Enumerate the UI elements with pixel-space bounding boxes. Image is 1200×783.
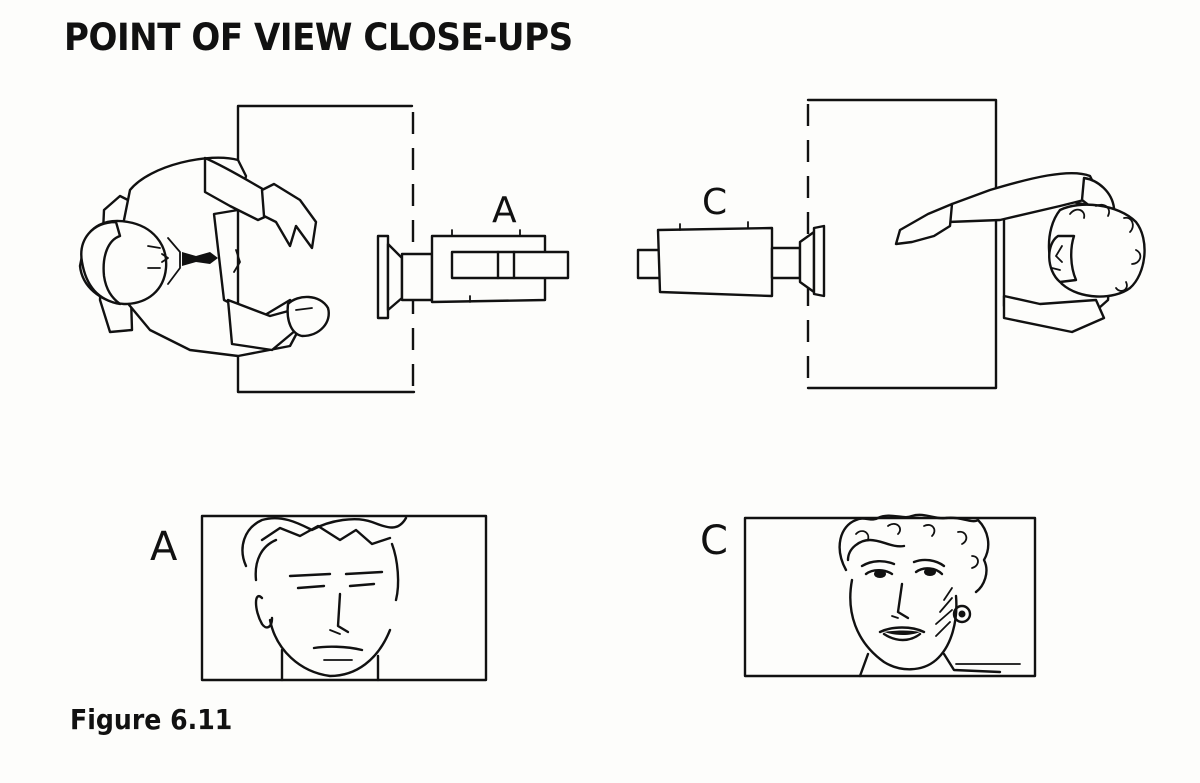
- camera-a-label: A: [492, 190, 517, 231]
- camera-a: [376, 229, 570, 320]
- frame-a-box: [200, 514, 488, 682]
- camera-c: [636, 221, 826, 298]
- frame-a-man-face: [241, 516, 408, 682]
- frame-c-woman-face: [838, 513, 1021, 678]
- left-frame-outline: [236, 104, 416, 394]
- camera-c-label: C: [702, 182, 727, 223]
- frame-c-label: C: [700, 518, 728, 564]
- frame-c-box: [743, 516, 1037, 678]
- diagram-title: POINT OF VIEW CLOSE-UPS: [64, 16, 573, 59]
- frame-a-label: A: [150, 524, 178, 570]
- right-person-overhead: [894, 171, 1146, 334]
- right-frame-outline: [806, 98, 998, 390]
- figure-caption: Figure 6.11: [70, 703, 233, 736]
- left-person-overhead: [78, 156, 330, 358]
